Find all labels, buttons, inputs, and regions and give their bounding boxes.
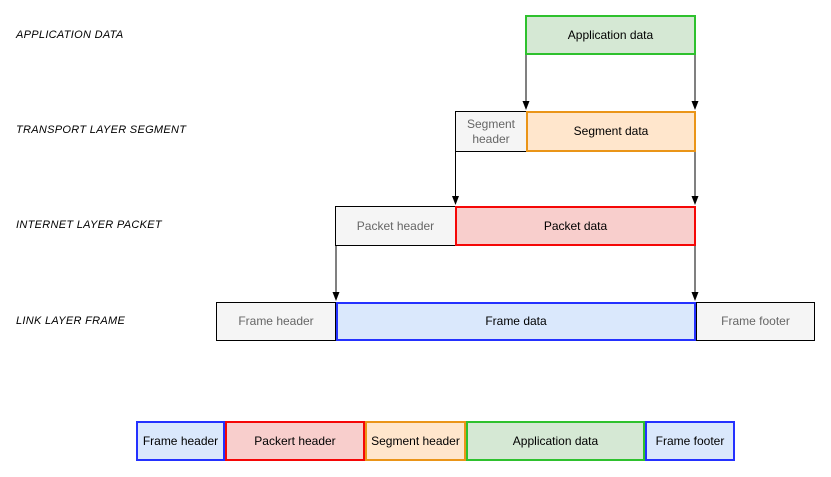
- assembled-segment-header-label: Segment header: [371, 433, 460, 448]
- frame-header-box: Frame header: [216, 302, 336, 341]
- packet-data-label: Packet data: [543, 218, 608, 233]
- frame-header-label: Frame header: [238, 314, 314, 328]
- packet-data-box: Packet data: [455, 206, 696, 246]
- frame-footer-label: Frame footer: [721, 314, 790, 328]
- layer-label-link-layer-frame: LINK LAYER FRAME: [16, 315, 126, 327]
- assembled-frame-footer-box: Frame footer: [645, 421, 735, 461]
- application-data-box: Application data: [525, 15, 696, 55]
- arrow-segment-to-packet-right: [691, 152, 699, 205]
- assembled-packet-header-box: Packert header: [225, 421, 365, 461]
- assembled-segment-header-box: Segment header: [365, 421, 466, 461]
- segment-data-label: Segment data: [573, 124, 649, 138]
- assembled-frame-footer-label: Frame footer: [655, 433, 725, 448]
- assembled-frame-header-box: Frame header: [136, 421, 225, 461]
- segment-header-label: Segment header: [466, 116, 516, 146]
- segment-header-box: Segment header: [455, 111, 527, 152]
- application-data-label: Application data: [567, 27, 654, 42]
- arrow-app-to-segment-right: [691, 55, 699, 110]
- segment-data-box: Segment data: [526, 111, 696, 152]
- packet-header-label: Packet header: [356, 218, 435, 233]
- packet-header-box: Packet header: [335, 206, 456, 246]
- frame-footer-box: Frame footer: [696, 302, 815, 341]
- arrow-packet-to-frame-right: [691, 246, 699, 301]
- arrow-app-to-segment-left: [522, 55, 530, 110]
- arrow-segment-to-packet-left: [452, 152, 459, 205]
- assembled-application-data-label: Application data: [512, 433, 599, 448]
- assembled-application-data-box: Application data: [466, 421, 645, 461]
- arrow-packet-to-frame-left: [332, 246, 340, 301]
- layer-label-application-data: APPLICATION DATA: [16, 29, 124, 41]
- layer-label-internet-layer-packet: INTERNET LAYER PACKET: [16, 219, 162, 231]
- frame-data-label: Frame data: [485, 314, 547, 328]
- frame-data-box: Frame data: [336, 302, 696, 341]
- assembled-frame-header-label: Frame header: [142, 433, 219, 448]
- layer-label-transport-layer-segment: TRANSPORT LAYER SEGMENT: [16, 124, 187, 136]
- assembled-packet-header-label: Packert header: [254, 433, 336, 448]
